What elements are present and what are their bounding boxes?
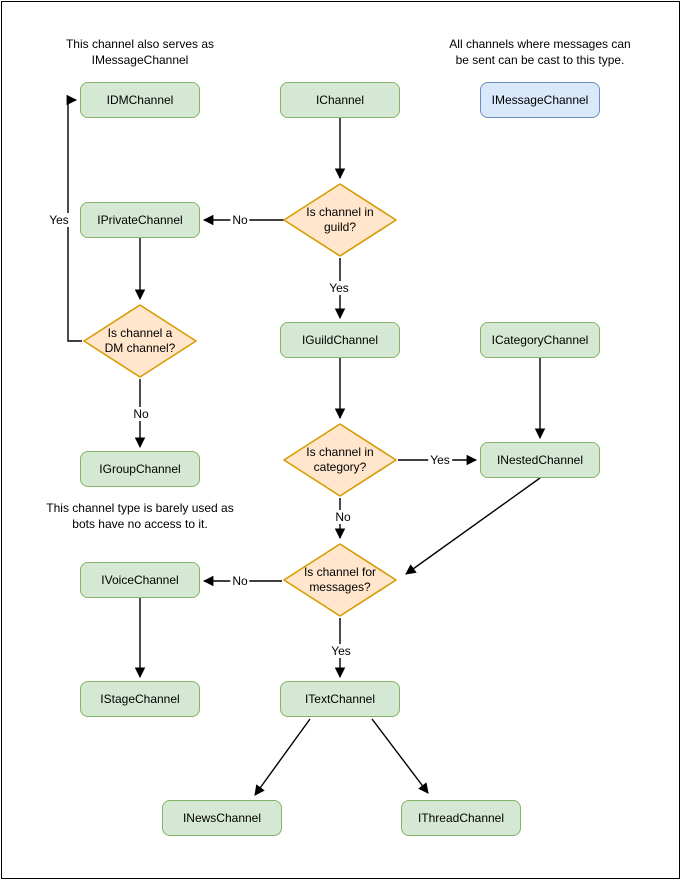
node-label: INewsChannel xyxy=(182,811,262,825)
edge-inested-to-messages-decision xyxy=(405,477,541,575)
decision-label: Is channel for messages? xyxy=(303,565,377,594)
node-label: IChannel xyxy=(315,93,365,107)
decision-label: Is channel a DM channel? xyxy=(104,326,176,355)
diamond-shape xyxy=(283,543,397,617)
edge-itext-to-ithread xyxy=(371,718,429,794)
note-line: All channels where messages can xyxy=(449,37,631,51)
node-label: IPrivateChannel xyxy=(97,213,183,227)
decision-label: Is channel in category? xyxy=(306,445,374,474)
edge-label-guild-yes: Yes xyxy=(327,281,351,295)
node-label: ICategoryChannel xyxy=(491,333,589,347)
note-line: This channel also serves as xyxy=(65,37,215,51)
note-igroup-barely-used: This channel type is barely used as bots… xyxy=(20,500,260,532)
node-igroupchannel: IGroupChannel xyxy=(80,451,200,487)
node-inestedchannel: INestedChannel xyxy=(480,442,600,478)
node-ichannel: IChannel xyxy=(280,82,400,118)
decision-is-channel-in-category: Is channel in category? xyxy=(282,422,398,498)
decision-label: Is channel in guild? xyxy=(306,205,374,234)
note-line: be sent can be cast to this type. xyxy=(455,53,625,67)
diamond-shape xyxy=(283,423,397,497)
node-label: INestedChannel xyxy=(496,453,584,467)
node-label: ITextChannel xyxy=(304,692,376,706)
edge-label-messages-no: No xyxy=(230,574,250,588)
node-idmchannel: IDMChannel xyxy=(80,82,200,118)
node-label: IVoiceChannel xyxy=(101,573,179,587)
note-line: This channel type is barely used as xyxy=(46,501,234,515)
node-label: IGroupChannel xyxy=(99,462,181,476)
decision-is-channel-for-messages: Is channel for messages? xyxy=(282,542,398,618)
node-imessagechannel: IMessageChannel xyxy=(480,82,600,118)
node-iguildchannel: IGuildChannel xyxy=(280,322,400,358)
node-label: IGuildChannel xyxy=(301,333,379,347)
node-itextchannel: ITextChannel xyxy=(280,681,400,717)
node-ivoicechannel: IVoiceChannel xyxy=(80,562,200,598)
node-label: IMessageChannel xyxy=(491,93,589,107)
diamond-shape xyxy=(83,304,197,378)
edge-label-guild-no: No xyxy=(230,213,250,227)
edge-label-dm-yes: Yes xyxy=(47,213,71,227)
node-iprivatechannel: IPrivateChannel xyxy=(80,202,200,238)
node-label: IThreadChannel xyxy=(417,811,505,825)
node-ithreadchannel: IThreadChannel xyxy=(401,800,521,836)
edge-label-category-yes: Yes xyxy=(428,453,452,467)
note-dm-serves-imessage: This channel also serves as IMessageChan… xyxy=(30,36,250,68)
edge-label-dm-no: No xyxy=(131,407,151,421)
note-imessage-cast: All channels where messages can be sent … xyxy=(430,36,650,68)
note-line: IMessageChannel xyxy=(91,53,189,67)
node-inewschannel: INewsChannel xyxy=(162,800,282,836)
edge-itext-to-inews xyxy=(254,718,311,796)
node-label: IStageChannel xyxy=(100,692,180,706)
diamond-shape xyxy=(283,183,397,257)
decision-is-channel-in-guild: Is channel in guild? xyxy=(282,182,398,258)
edge-label-messages-yes: Yes xyxy=(329,644,353,658)
note-line: bots have no access to it. xyxy=(72,517,208,531)
node-icategorychannel: ICategoryChannel xyxy=(480,322,600,358)
node-label: IDMChannel xyxy=(106,93,174,107)
edge-label-category-no: No xyxy=(333,510,353,524)
node-istagechannel: IStageChannel xyxy=(80,681,200,717)
decision-is-channel-a-dm: Is channel a DM channel? xyxy=(82,303,198,379)
